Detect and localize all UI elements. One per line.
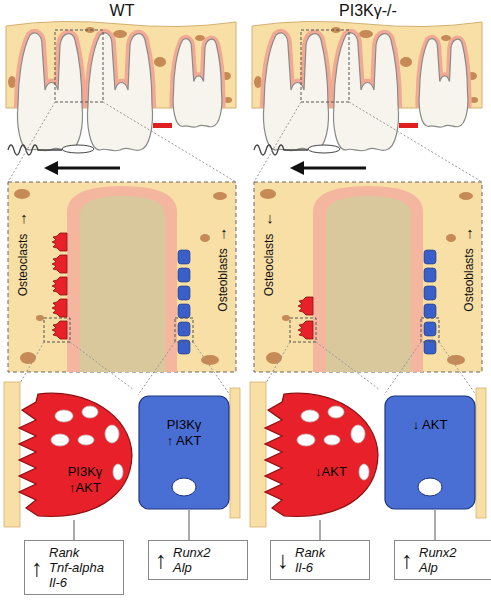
cell-outline [16,390,134,520]
illustration-part [351,425,365,443]
illustration-part [385,396,475,509]
illustration-part [172,478,196,496]
cell-text: ↑AKT [36,480,134,496]
osteoblast-cell: ↓ AKT [384,395,476,510]
illustration-part [52,233,67,251]
cell-text: PI3Kγ [138,417,230,433]
wt-side [4,21,240,527]
trend-arrow: ↓ [277,548,289,572]
trend-arrow: ↑ [20,210,28,227]
trend-arrow: ↑ [220,225,228,242]
cell-text: PI3Kγ [36,464,134,480]
illustration-part [52,321,67,339]
osteoblast-cell: PI3Kγ↑ AKT [138,395,230,510]
illustration-part [418,478,442,496]
gene-box: ↑Rank Tnf-alpha Il-6 [24,540,124,595]
illustration-part [324,435,340,445]
cell-text: ↑ AKT [138,433,230,449]
cell-outline [138,395,230,510]
illustration-part [52,299,67,317]
trend-arrow: ↑ [466,225,474,242]
cell-label: Osteoclasts [17,234,30,297]
illustration-part [82,406,98,418]
gene-list: Rank Tnf-alpha Il-6 [49,545,115,590]
illustration-part [265,393,378,516]
illustration-part [105,425,119,443]
illustration-part [52,277,67,295]
cell-text: ↓ AKT [384,417,476,433]
trend-arrow: ↑ [31,556,43,580]
panel-heading: WT [110,2,135,20]
illustration-part [113,464,123,480]
illustration-part [19,393,132,516]
illustration-part [139,396,229,509]
illustration-part [301,410,319,422]
panel-heading: PI3Kγ-/- [339,2,397,20]
osteoclasts-wt [52,233,67,339]
illustration-part [52,255,67,273]
cell-text: ↓AKT [282,464,380,480]
illustration-part [55,410,73,422]
illustration-part [298,297,313,315]
cell-label: Osteoclasts [263,234,276,297]
gene-list: Runx2 Alp [419,545,485,575]
illustration-part [297,434,315,446]
osteoclast-cell: ↓AKT [262,390,380,520]
illustration-part [51,434,69,446]
cell-outline [262,390,380,520]
cell-label: Osteoblasts [463,248,476,311]
illustration-part [328,406,344,418]
connector [189,510,190,540]
trend-arrow: ↓ [266,210,274,227]
ko-side [250,21,486,527]
trend-arrow: ↑ [401,548,413,572]
connector [320,520,321,540]
osteoclast-cell: PI3Kγ↑AKT [16,390,134,520]
gene-box: ↓Rank Il-6 [270,540,370,580]
gene-box: ↑Runx2 Alp [394,540,491,580]
connector [435,510,436,540]
osteoclasts-ko [298,297,313,339]
cell-outline [384,395,476,510]
gene-list: Runx2 Alp [173,545,239,575]
cell-label: Osteoblasts [217,248,230,311]
gene-list: Rank Il-6 [295,545,361,575]
connector [74,520,75,540]
illustration-part [298,321,313,339]
illustration-part [78,435,94,445]
illustration-part [359,464,369,480]
gene-box: ↑Runx2 Alp [148,540,248,580]
trend-arrow: ↑ [155,548,167,572]
